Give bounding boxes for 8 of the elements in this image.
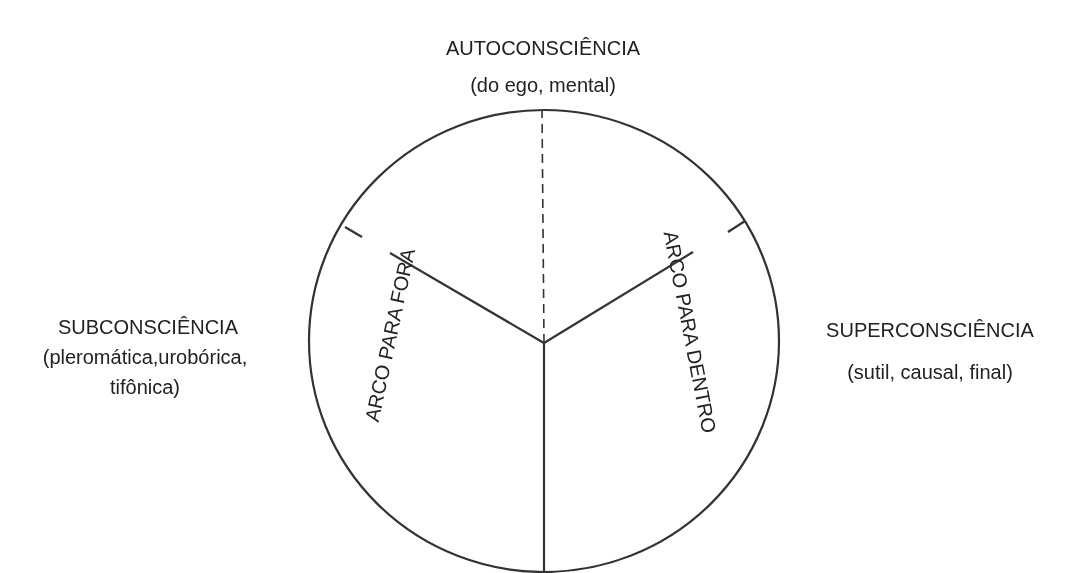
level-description: (pleromática,urobórica, tifônica) xyxy=(41,345,249,400)
level-heading: SUBCONSCIÊNCIA xyxy=(57,315,239,340)
level-description: (sutil, causal, final) xyxy=(846,360,1014,385)
level-heading: AUTOCONSCIÊNCIA xyxy=(444,36,642,61)
level-description: (do ego, mental) xyxy=(469,73,617,98)
arc-label: ARCO PARA FORA xyxy=(359,245,421,426)
level-heading: SUPERCONSCIÊNCIA xyxy=(825,318,1035,343)
arc-label: ARCO PARA DENTRO xyxy=(658,228,722,437)
